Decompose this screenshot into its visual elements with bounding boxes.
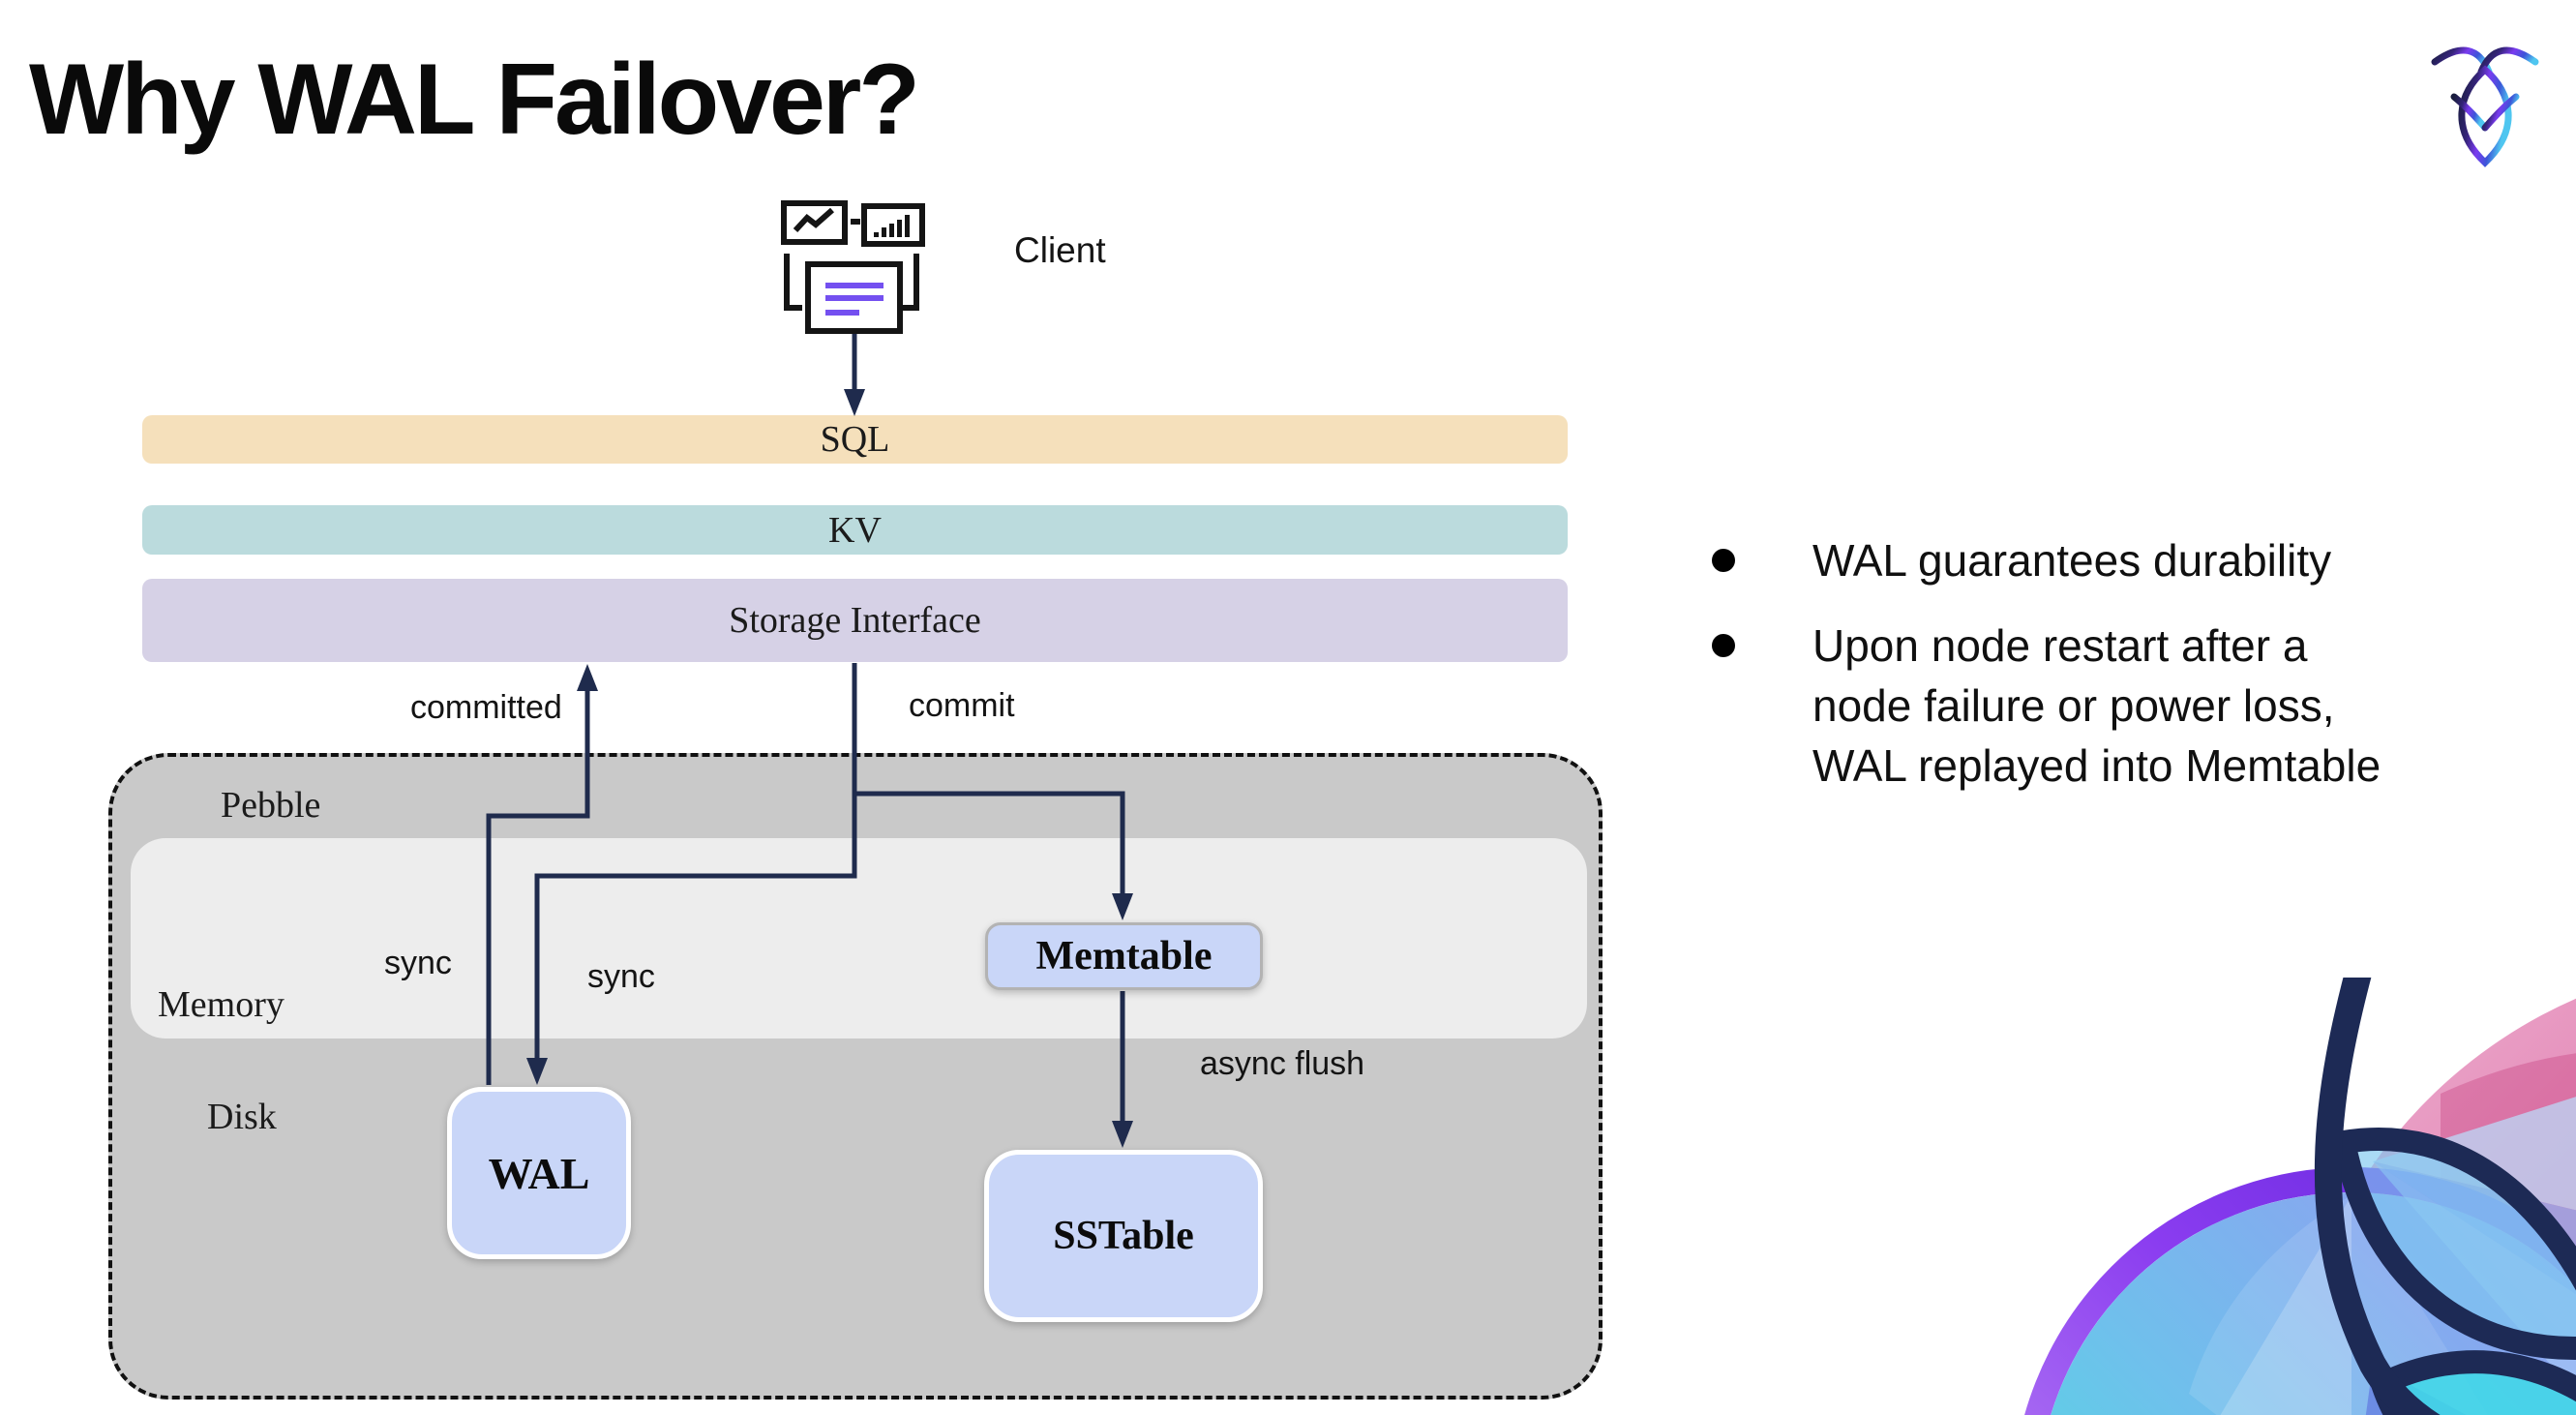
bullet-item: Upon node restart after a node failure o…	[1708, 616, 2385, 796]
pebble-label: Pebble	[221, 785, 321, 826]
bullet-list: WAL guarantees durability Upon node rest…	[1708, 530, 2385, 821]
layer-sql-label: SQL	[820, 419, 890, 460]
layer-storage-interface-label: Storage Interface	[729, 600, 981, 641]
layer-sql: SQL	[142, 415, 1568, 464]
wal-node-label: WAL	[488, 1148, 590, 1198]
bullet-dot	[1712, 549, 1735, 572]
layer-kv-label: KV	[828, 509, 882, 551]
memory-region	[131, 838, 1587, 1039]
memory-label: Memory	[158, 984, 285, 1025]
sstable-node: SSTable	[984, 1150, 1263, 1322]
disk-label: Disk	[207, 1097, 277, 1137]
layer-storage-interface: Storage Interface	[142, 579, 1568, 662]
page-title: Why WAL Failover?	[29, 44, 920, 156]
bullet-item: WAL guarantees durability	[1708, 530, 2385, 590]
client-label: Client	[1014, 230, 1106, 270]
edge-label-sync-left: sync	[384, 945, 452, 981]
memtable-node: Memtable	[985, 922, 1263, 990]
sstable-node-label: SSTable	[1053, 1214, 1194, 1258]
wal-node: WAL	[447, 1087, 631, 1259]
edge-label-commit: commit	[909, 687, 1015, 724]
bullet-text: WAL guarantees durability	[1812, 535, 2332, 586]
decorative-spheres-graphic	[1995, 978, 2576, 1415]
memtable-node-label: Memtable	[1035, 934, 1213, 978]
edge-label-sync-right: sync	[587, 958, 655, 995]
cockroachdb-logo-icon	[2417, 37, 2562, 172]
layer-kv: KV	[142, 505, 1568, 555]
client-icon	[774, 189, 929, 339]
edge-label-async-flush: async flush	[1200, 1045, 1365, 1082]
bullet-dot	[1712, 634, 1735, 657]
bullet-text: Upon node restart after a node failure o…	[1812, 620, 2381, 791]
edge-label-committed: committed	[410, 689, 562, 726]
